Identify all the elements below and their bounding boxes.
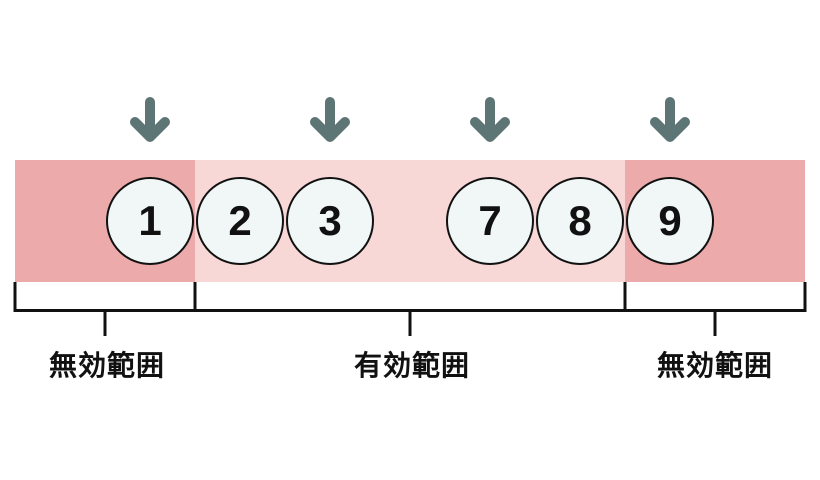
down-arrow-icon: [308, 97, 352, 147]
valid-range-label: 有効範囲: [353, 350, 471, 381]
number-circle: 8: [536, 177, 624, 265]
number-circle: 2: [196, 177, 284, 265]
number-circle: 1: [106, 177, 194, 265]
down-arrow-icon: [468, 97, 512, 147]
number-circle: 9: [626, 177, 714, 265]
number-circle: 7: [446, 177, 534, 265]
invalid-range-left-label: 無効範囲: [48, 350, 166, 381]
down-arrow-icon: [128, 97, 172, 147]
number-circle: 3: [286, 177, 374, 265]
down-arrow-icon: [648, 97, 692, 147]
invalid-range-right-label: 無効範囲: [656, 350, 774, 381]
